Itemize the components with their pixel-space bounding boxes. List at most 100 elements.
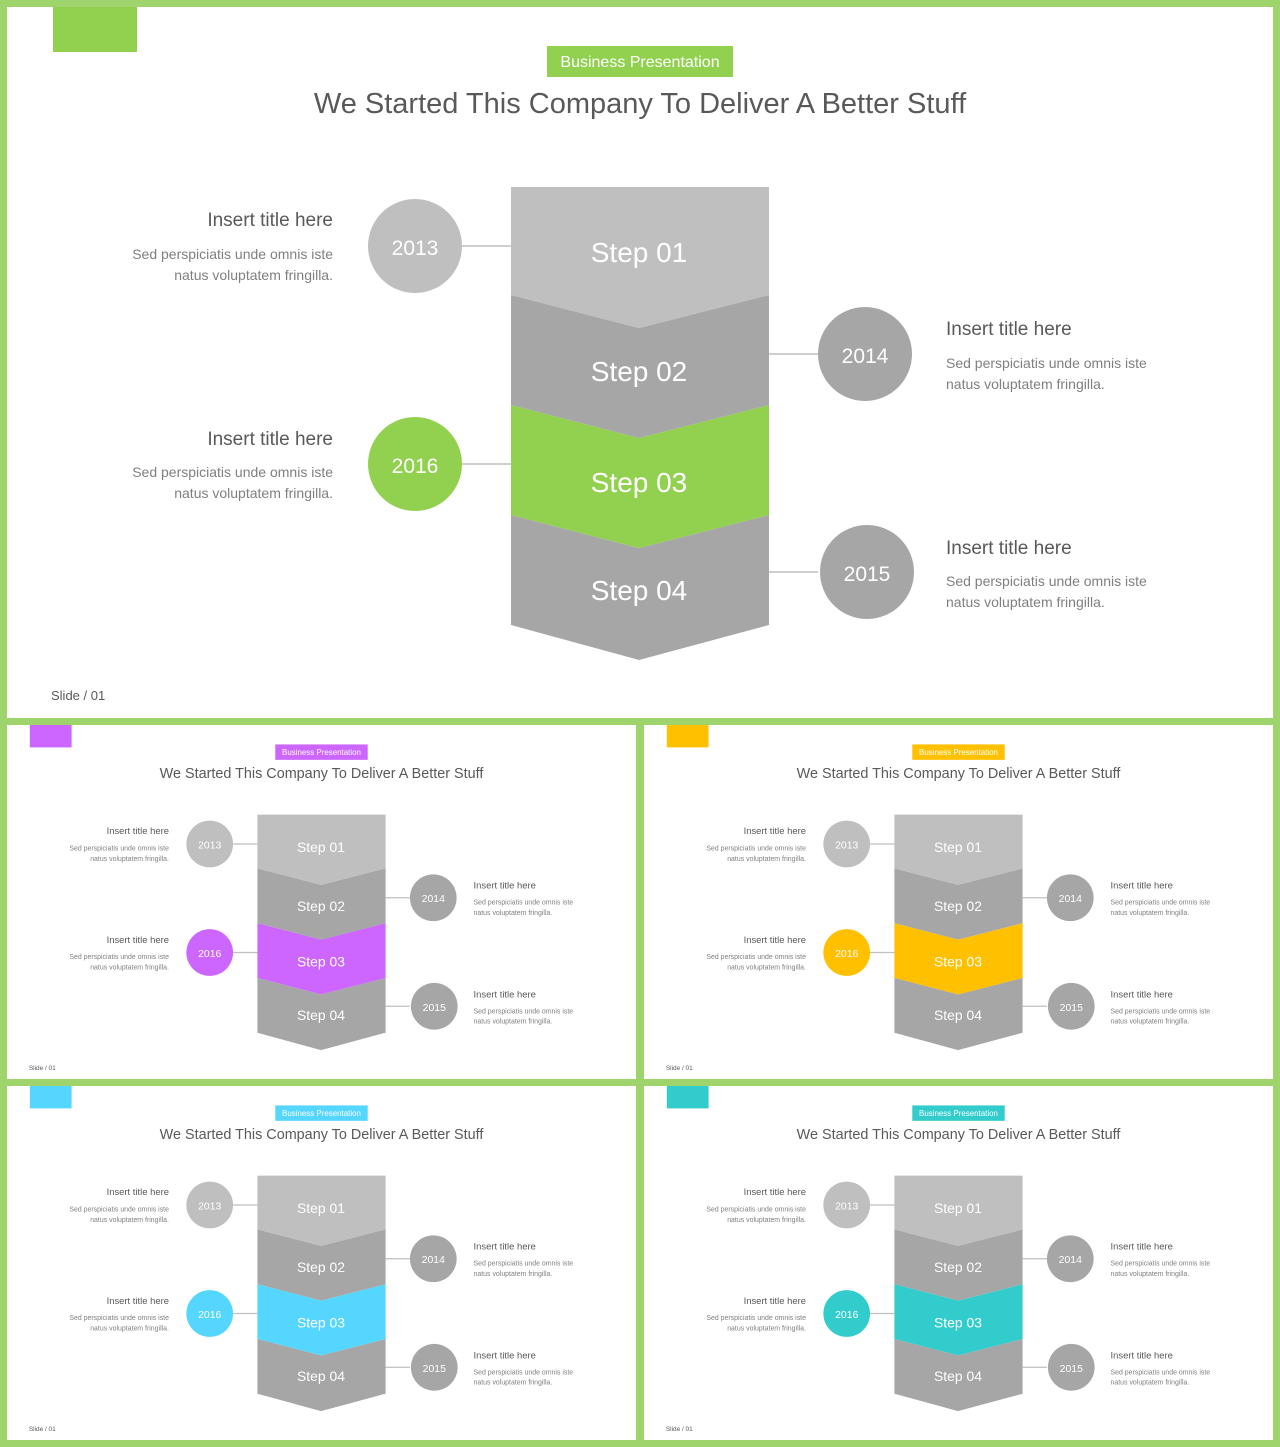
- year-circle-2015: [820, 525, 914, 619]
- item-text-2014-line1: Sed perspiciatis unde omnis iste: [474, 900, 574, 907]
- year-label-2016: 2016: [392, 455, 439, 478]
- year-label-2014: 2014: [422, 1255, 445, 1266]
- year-circle-2014: [409, 874, 457, 922]
- step-3-shape: [257, 1284, 386, 1356]
- item-text-2015-line1: Sed perspiciatis unde omnis iste: [474, 1008, 574, 1015]
- item-text-2014-line1: Sed perspiciatis unde omnis iste: [1111, 1261, 1211, 1268]
- item-text-2016-line1: Sed perspiciatis unde omnis iste: [706, 954, 806, 961]
- item-text-2013-line1: Sed perspiciatis unde omnis iste: [69, 845, 169, 852]
- year-circle-2013: [186, 820, 234, 868]
- item-text-2016-line1: Sed perspiciatis unde omnis iste: [69, 1315, 169, 1322]
- step-1-label: Step 01: [297, 1200, 345, 1216]
- step-3-label: Step 03: [934, 1314, 982, 1330]
- item-text-2013-line2: natus voluptatem fringilla.: [90, 856, 169, 863]
- item-text-2014-line2: natus voluptatem fringilla.: [474, 910, 553, 917]
- slide-title: We Started This Company To Deliver A Bet…: [797, 1127, 1122, 1143]
- step-4-label: Step 04: [934, 1368, 982, 1384]
- item-text-2015-line2: natus voluptatem fringilla.: [1111, 1380, 1190, 1387]
- step-4-shape: [511, 515, 769, 660]
- step-1-label: Step 01: [297, 839, 345, 855]
- year-circle-2013: [823, 1181, 871, 1229]
- year-circle-2014: [409, 1235, 457, 1283]
- item-text-2013-line1: Sed perspiciatis unde omnis iste: [69, 1206, 169, 1213]
- item-text-2015-line2: natus voluptatem fringilla.: [474, 1380, 553, 1387]
- item-text-2013-line1: Sed perspiciatis unde omnis iste: [706, 1206, 806, 1213]
- step-2-shape: [257, 868, 386, 940]
- item-title-2016: Insert title here: [107, 1296, 169, 1307]
- step-3-label: Step 03: [934, 953, 982, 969]
- step-4-label: Step 04: [297, 1368, 345, 1384]
- item-text-2013-line1: Sed perspiciatis unde omnis iste: [132, 246, 333, 262]
- item-text-2013-line2: natus voluptatem fringilla.: [727, 856, 806, 863]
- year-label-2015: 2015: [423, 1003, 446, 1014]
- badge-background: [275, 744, 368, 760]
- item-text-2015-line1: Sed perspiciatis unde omnis iste: [946, 573, 1147, 589]
- item-text-2014-line2: natus voluptatem fringilla.: [1111, 1271, 1190, 1278]
- item-title-2016: Insert title here: [107, 935, 169, 946]
- year-circle-2013: [823, 820, 871, 868]
- item-text-2014-line1: Sed perspiciatis unde omnis iste: [946, 355, 1147, 371]
- item-text-2015-line1: Sed perspiciatis unde omnis iste: [474, 1369, 574, 1376]
- item-text-2016-line2: natus voluptatem fringilla.: [174, 485, 333, 501]
- item-text-2015-line2: natus voluptatem fringilla.: [474, 1019, 553, 1026]
- item-text-2014-line1: Sed perspiciatis unde omnis iste: [474, 1261, 574, 1268]
- slide-number: Slide / 01: [29, 1426, 56, 1433]
- step-1-label: Step 01: [934, 839, 982, 855]
- step-3-label: Step 03: [297, 953, 345, 969]
- slide-title: We Started This Company To Deliver A Bet…: [797, 766, 1122, 782]
- item-title-2014: Insert title here: [474, 1241, 536, 1252]
- step-4-label: Step 04: [591, 575, 688, 606]
- item-text-2016-line1: Sed perspiciatis unde omnis iste: [132, 464, 333, 480]
- year-label-2014: 2014: [422, 894, 445, 905]
- item-text-2016-line2: natus voluptatem fringilla.: [727, 1325, 806, 1332]
- step-4-label: Step 04: [934, 1007, 982, 1023]
- item-title-2013: Insert title here: [744, 1187, 806, 1198]
- step-2-label: Step 02: [934, 898, 982, 914]
- badge-label: Business Presentation: [919, 1109, 998, 1118]
- year-circle-2015: [410, 1343, 458, 1391]
- slide-canvas: Business Presentation We Started This Co…: [666, 1086, 1211, 1433]
- item-text-2016-line2: natus voluptatem fringilla.: [90, 964, 169, 971]
- year-circle-2016: [186, 1290, 234, 1337]
- year-circle-2015: [1047, 1343, 1095, 1391]
- item-text-2014-line2: natus voluptatem fringilla.: [946, 376, 1105, 392]
- year-label-2013: 2013: [198, 840, 221, 851]
- item-text-2015-line1: Sed perspiciatis unde omnis iste: [1111, 1369, 1211, 1376]
- year-circle-2014: [818, 307, 912, 401]
- step-4-label: Step 04: [297, 1007, 345, 1023]
- item-title-2015: Insert title here: [1111, 989, 1173, 1000]
- slide-number: Slide / 01: [666, 1426, 693, 1433]
- step-3-label: Step 03: [591, 467, 688, 498]
- item-title-2016: Insert title here: [744, 935, 806, 946]
- year-label-2015: 2015: [1060, 1003, 1083, 1014]
- step-3-shape: [894, 1284, 1023, 1356]
- slide-canvas: Business Presentation We Started This Co…: [666, 725, 1211, 1072]
- year-label-2013: 2013: [392, 237, 439, 260]
- item-title-2016: Insert title here: [744, 1296, 806, 1307]
- item-title-2016: Insert title here: [207, 429, 333, 450]
- slide-title: We Started This Company To Deliver A Bet…: [314, 88, 967, 120]
- item-text-2015-line2: natus voluptatem fringilla.: [1111, 1019, 1190, 1026]
- slide-main: Business Presentation We Started This Co…: [7, 7, 1273, 718]
- item-text-2016-line1: Sed perspiciatis unde omnis iste: [706, 1315, 806, 1322]
- corner-accent: [666, 725, 709, 748]
- step-1-label: Step 01: [934, 1200, 982, 1216]
- slide-purple: Business Presentation We Started This Co…: [7, 725, 636, 1079]
- year-circle-2015: [1047, 982, 1095, 1030]
- step-4-shape: [894, 977, 1023, 1051]
- item-text-2013-line2: natus voluptatem fringilla.: [90, 1217, 169, 1224]
- item-text-2014-line1: Sed perspiciatis unde omnis iste: [1111, 900, 1211, 907]
- year-circle-2014: [1046, 874, 1094, 922]
- slide-number: Slide / 01: [666, 1065, 693, 1072]
- step-3-shape: [894, 923, 1023, 995]
- item-title-2013: Insert title here: [744, 826, 806, 837]
- step-4-shape: [257, 977, 386, 1051]
- year-label-2015: 2015: [844, 563, 891, 586]
- slide-title: We Started This Company To Deliver A Bet…: [160, 1127, 485, 1143]
- step-3-label: Step 03: [297, 1314, 345, 1330]
- badge-background: [912, 744, 1005, 760]
- step-2-shape: [257, 1229, 386, 1301]
- year-label-2016: 2016: [835, 949, 858, 960]
- step-4-shape: [257, 1338, 386, 1412]
- step-2-label: Step 02: [591, 356, 688, 387]
